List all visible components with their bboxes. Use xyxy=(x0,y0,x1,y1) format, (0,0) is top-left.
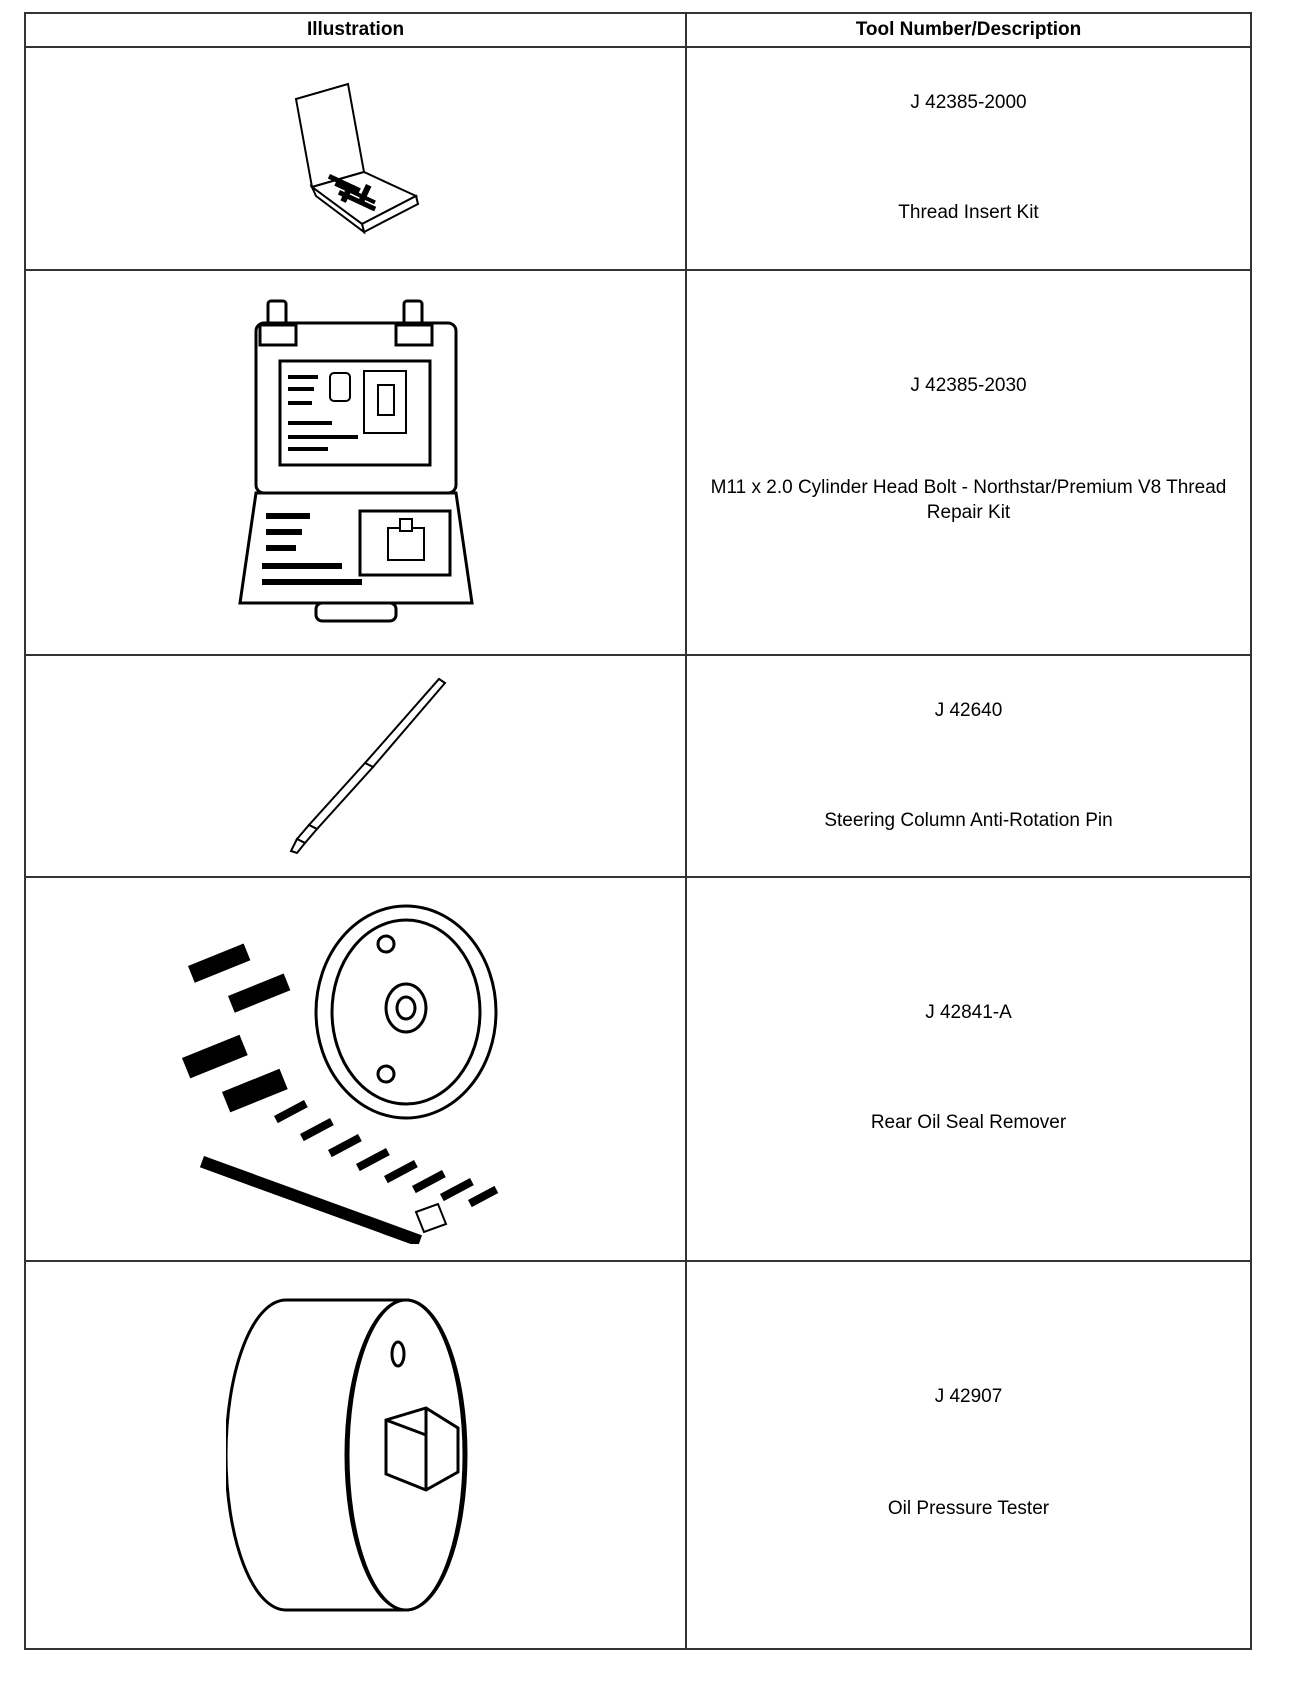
tool-description-cell: J 42841-A Rear Oil Seal Remover xyxy=(685,876,1252,1262)
tool-number: J 42640 xyxy=(934,700,1003,721)
table-row: J 42640 Steering Column Anti-Rotation Pi… xyxy=(24,654,1252,878)
anti-rotation-pin-icon xyxy=(289,677,446,855)
tool-description-cell: J 42640 Steering Column Anti-Rotation Pi… xyxy=(685,654,1252,878)
oil-pressure-tester-icon xyxy=(225,1298,467,1612)
tool-column-header: Tool Number/Description xyxy=(685,12,1252,48)
tool-description: M11 x 2.0 Cylinder Head Bolt - Northstar… xyxy=(710,477,1227,523)
special-tools-table: Illustration Tool Number/Description xyxy=(24,12,1252,1650)
tool-number: J 42907 xyxy=(934,1386,1003,1407)
illustration-cell xyxy=(24,876,687,1262)
illustration-cell xyxy=(24,46,687,271)
tool-number: J 42841-A xyxy=(925,1002,1012,1023)
tool-description-cell: J 42385-2000 Thread Insert Kit xyxy=(685,46,1252,271)
illustration-cell xyxy=(24,269,687,656)
thread-insert-kit-icon xyxy=(294,82,419,234)
illustration-column-header: Illustration xyxy=(24,12,687,48)
tool-description: Oil Pressure Tester xyxy=(887,1498,1050,1519)
thread-repair-kit-case-icon xyxy=(237,299,474,622)
tool-description-cell: J 42907 Oil Pressure Tester xyxy=(685,1260,1252,1650)
illustration-cell xyxy=(24,1260,687,1650)
tool-description: Rear Oil Seal Remover xyxy=(870,1112,1067,1133)
table-row: J 42385-2030 M11 x 2.0 Cylinder Head Bol… xyxy=(24,269,1252,656)
tool-number: J 42385-2000 xyxy=(910,92,1027,113)
table-row: J 42385-2000 Thread Insert Kit xyxy=(24,46,1252,271)
rear-oil-seal-remover-icon xyxy=(181,904,498,1244)
table-row: J 42841-A Rear Oil Seal Remover xyxy=(24,876,1252,1262)
table-row: J 42907 Oil Pressure Tester xyxy=(24,1260,1252,1650)
tool-number: J 42385-2030 xyxy=(910,375,1027,396)
tool-description-cell: J 42385-2030 M11 x 2.0 Cylinder Head Bol… xyxy=(685,269,1252,656)
illustration-cell xyxy=(24,654,687,878)
tool-description: Thread Insert Kit xyxy=(898,202,1039,223)
tool-description: Steering Column Anti-Rotation Pin xyxy=(824,810,1113,831)
table-header-row: Illustration Tool Number/Description xyxy=(24,12,1252,48)
